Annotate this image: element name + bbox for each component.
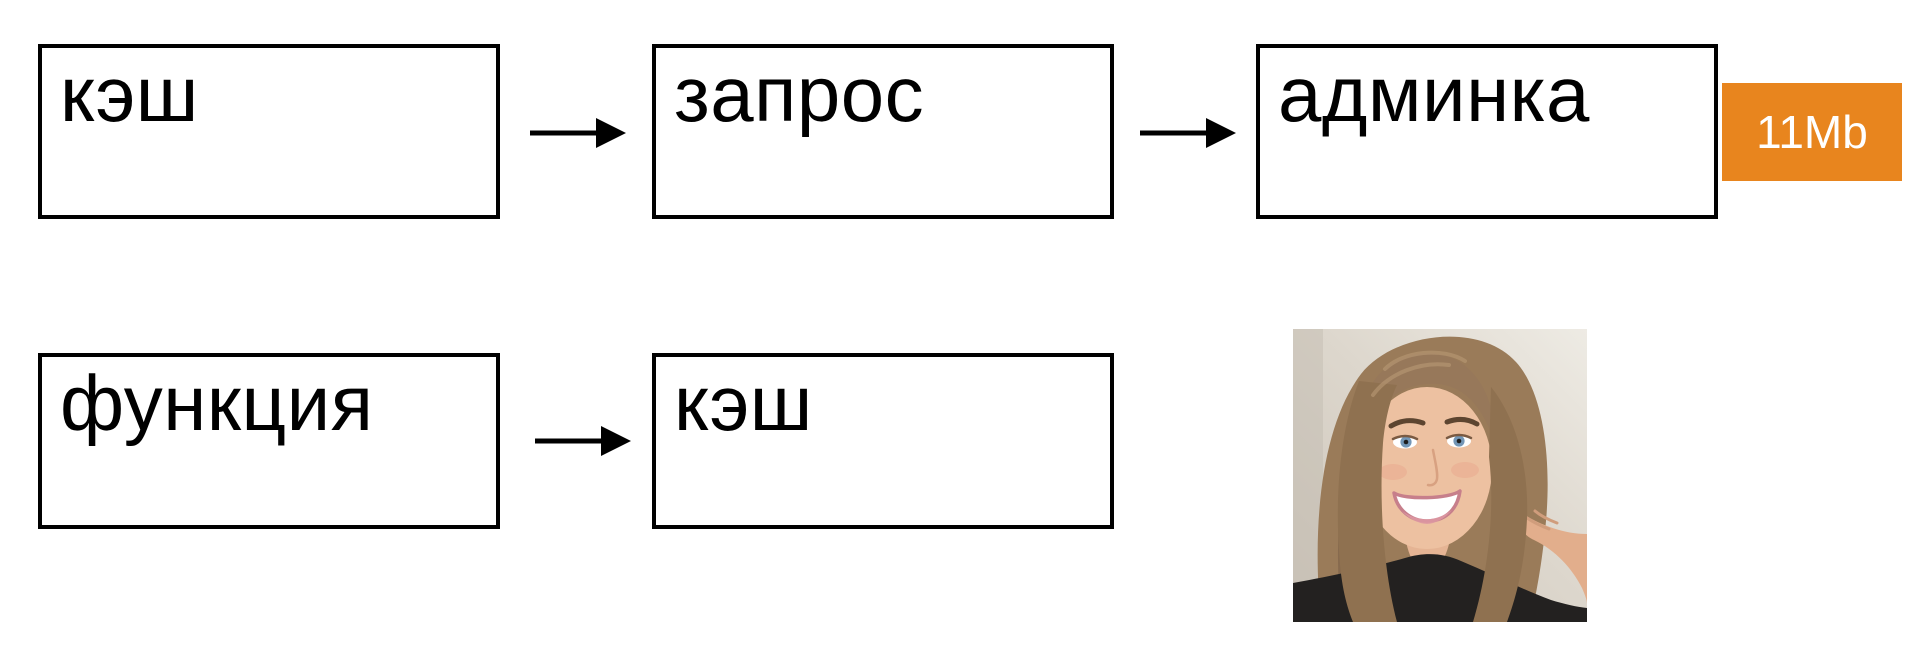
size-badge: 11Mb <box>1722 83 1902 181</box>
arrow-right-icon <box>535 426 631 456</box>
diagram-box-admin: админка <box>1256 44 1718 219</box>
diagram-box-cache-top: кэш <box>38 44 500 219</box>
diagram-box-label: админка <box>1278 50 1590 138</box>
woman-portrait-illustration <box>1293 329 1587 622</box>
portrait-photo <box>1293 329 1587 622</box>
diagram-box-function: функция <box>38 353 500 529</box>
diagram-box-request: запрос <box>652 44 1114 219</box>
diagram-box-cache-bottom: кэш <box>652 353 1114 529</box>
arrow-right-icon <box>530 118 626 148</box>
arrow-right-icon <box>1140 118 1236 148</box>
diagram-box-label: запрос <box>674 50 925 138</box>
diagram-box-label: кэш <box>674 359 813 447</box>
size-badge-label: 11Mb <box>1756 106 1868 158</box>
diagram-box-label: кэш <box>60 50 199 138</box>
diagram-box-label: функция <box>60 359 374 447</box>
